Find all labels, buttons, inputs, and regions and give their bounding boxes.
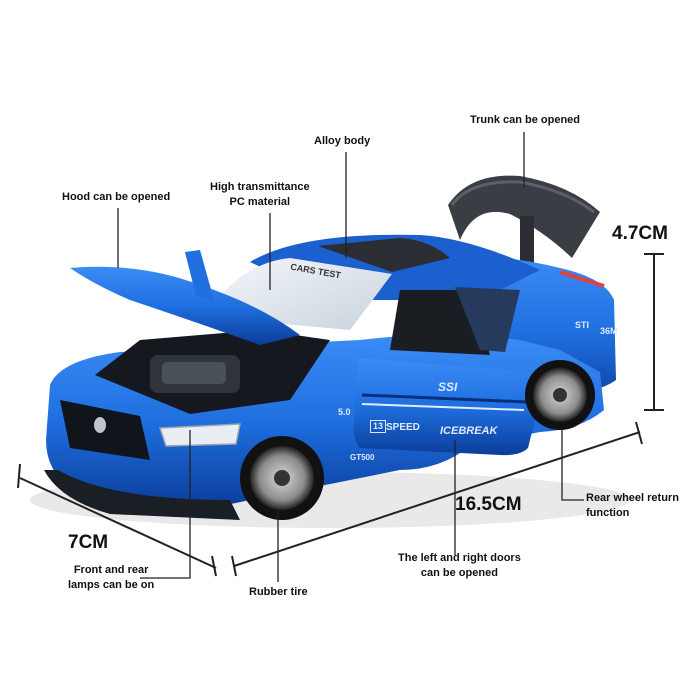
label-doors-line1: The left and right doors (398, 552, 521, 564)
speed-box: 13 (370, 420, 387, 433)
label-rear-wheel-line1: Rear wheel return (586, 492, 679, 504)
headlight (158, 423, 241, 447)
door-script: ICEBREAK (440, 425, 498, 437)
dimension-length: 16.5CM (455, 494, 522, 515)
sunroof (318, 238, 450, 272)
label-tire: Rubber tire (249, 586, 308, 598)
label-doors: The left and right doors can be opened (398, 551, 521, 581)
callout-lines (117, 132, 584, 582)
dimension-width: 7CM (68, 532, 109, 553)
label-pc-line1: High transmittance (210, 181, 310, 193)
rocker-text: GT500 (350, 453, 375, 462)
label-lamps-line2: lamps can be on (68, 579, 155, 591)
dimension-height: 4.7CM (612, 223, 668, 244)
door-badge: SSI (438, 380, 458, 394)
pony-emblem (94, 417, 106, 433)
label-alloy: Alloy body (314, 135, 371, 147)
label-pc-material: High transmittance PC material (210, 180, 310, 210)
rear-text-2: 36M (600, 326, 618, 336)
label-pc-line2: PC material (229, 196, 291, 208)
label-lamps-line1: Front and rear (73, 564, 149, 576)
label-lamps: Front and rear lamps can be on (68, 563, 154, 593)
rear-text: STI (575, 320, 590, 330)
fender-badge: 5.0 (338, 407, 351, 417)
label-hood: Hood can be opened (62, 191, 171, 203)
hood (70, 266, 300, 345)
label-rear-wheel-line2: function (586, 507, 630, 519)
front-grille (60, 400, 150, 460)
front-wheel (240, 436, 324, 520)
label-doors-line2: can be opened (420, 567, 498, 579)
dimension-lines (17, 253, 664, 577)
label-trunk: Trunk can be opened (470, 114, 581, 126)
rear-wheel (525, 360, 595, 430)
speed-text: SPEED (386, 422, 420, 433)
label-rear-wheel: Rear wheel return function (586, 491, 679, 521)
trunk-lid (448, 175, 600, 274)
